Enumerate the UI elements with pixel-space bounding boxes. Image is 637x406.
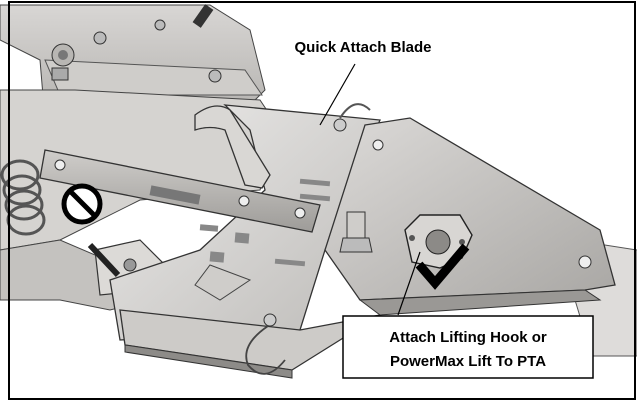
blade-edge bbox=[119, 309, 381, 379]
frame-border bbox=[8, 1, 636, 400]
quick-attach-leader bbox=[319, 63, 356, 126]
hitch-pin bbox=[245, 313, 286, 375]
quick-attach-callout: Quick Attach Blade bbox=[278, 34, 448, 58]
stud-bolt bbox=[339, 211, 373, 253]
check-mark-icon bbox=[415, 243, 470, 290]
latch-handle bbox=[194, 105, 271, 189]
slide-bar bbox=[39, 149, 321, 233]
lifting-label-line2: PowerMax Lift To PTA bbox=[390, 353, 546, 370]
pin-ring bbox=[333, 103, 371, 132]
no-symbol-icon bbox=[61, 183, 103, 225]
lifting-label-line1: Attach Lifting Hook or bbox=[389, 329, 547, 346]
lifting-leader bbox=[397, 251, 421, 316]
lifting-callout-box: Attach Lifting Hook or PowerMax Lift To … bbox=[342, 315, 594, 379]
quick-attach-label: Quick Attach Blade bbox=[295, 39, 432, 56]
